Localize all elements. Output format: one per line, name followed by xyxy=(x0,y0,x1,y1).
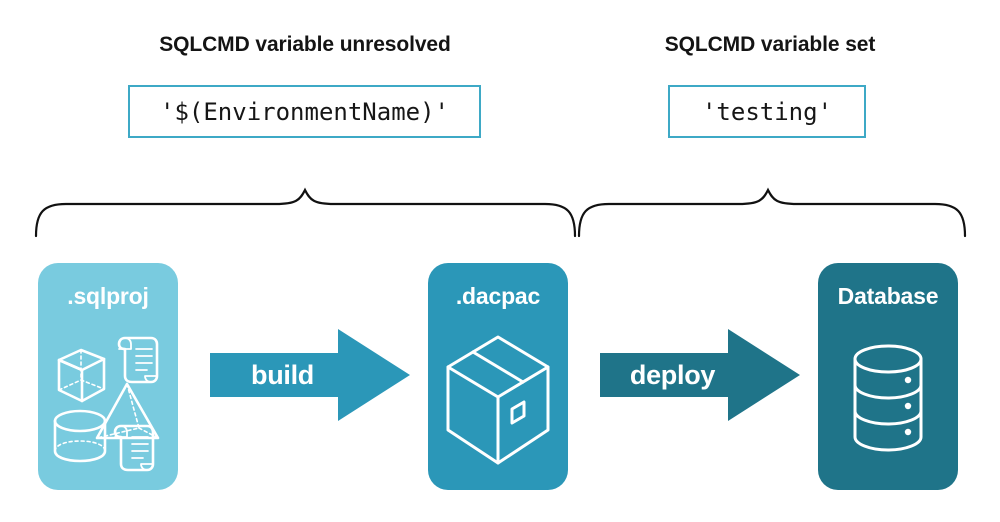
artifact-box-dacpac[interactable]: .dacpac xyxy=(428,263,568,490)
brace-left xyxy=(34,187,577,238)
artifact-label-database: Database xyxy=(837,283,939,309)
brace-right xyxy=(577,187,967,238)
section-title-unresolved: SQLCMD variable unresolved xyxy=(159,33,451,56)
section-title-set: SQLCMD variable set xyxy=(664,33,876,56)
sql-project-objects-icon xyxy=(38,318,178,483)
arrow-build[interactable]: build xyxy=(210,325,410,425)
right-arrow-icon xyxy=(210,329,410,421)
package-box-icon xyxy=(428,318,568,483)
right-arrow-icon xyxy=(600,329,800,421)
artifact-box-database[interactable]: Database xyxy=(818,263,958,490)
artifact-box-sqlproj[interactable]: .sqlproj xyxy=(38,263,178,490)
database-cylinder-icon xyxy=(818,318,958,483)
code-value-box-set: 'testing' xyxy=(668,85,866,138)
arrow-deploy[interactable]: deploy xyxy=(600,325,800,425)
code-value-box-unresolved: '$(EnvironmentName)' xyxy=(128,85,481,138)
artifact-label-sqlproj: .sqlproj xyxy=(67,283,149,309)
artifact-label-dacpac: .dacpac xyxy=(455,283,541,309)
